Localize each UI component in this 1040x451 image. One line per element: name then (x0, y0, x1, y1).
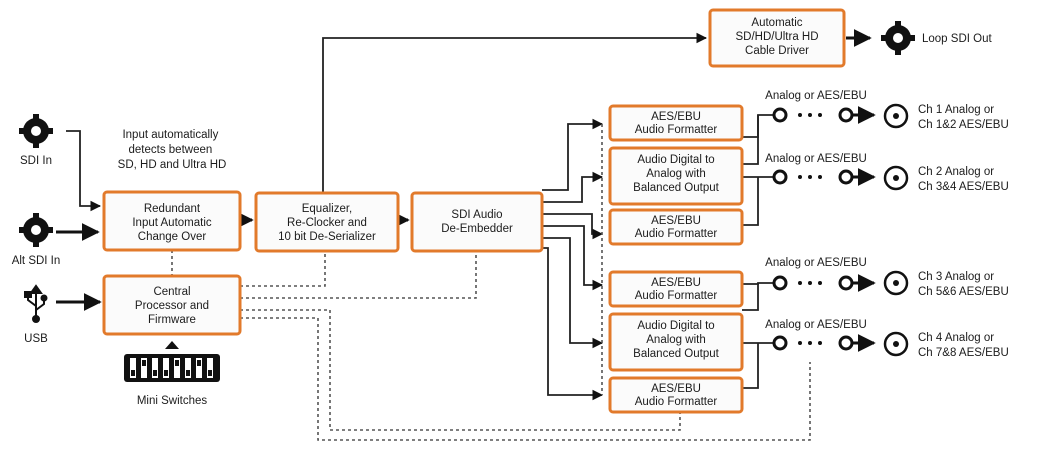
usb-label: USB (24, 333, 48, 345)
usb-icon (24, 284, 48, 323)
svg-text:Analog or AES/EBU: Analog or AES/EBU (765, 257, 867, 269)
selector-switch-icon: Analog or AES/EBU (765, 153, 867, 185)
svg-text:Analog or AES/EBU: Analog or AES/EBU (765, 90, 867, 102)
dip-switch-icon (124, 354, 220, 382)
svg-text:Analog or AES/EBU: Analog or AES/EBU (765, 153, 867, 165)
alt-sdi-in-label: Alt SDI In (12, 255, 61, 267)
selector-switch-icon: Analog or AES/EBU (765, 90, 867, 123)
output-connector-ch4 (883, 331, 909, 357)
control-dashed-lines (171, 124, 811, 441)
sdi-in-label: SDI In (20, 155, 52, 167)
bnc-connector-icon (19, 114, 53, 148)
input-note: Input automatically detects between SD, … (118, 129, 227, 171)
selector-switch-icon: Analog or AES/EBU (765, 257, 867, 291)
bnc-connector-icon (881, 21, 915, 55)
connection-lines (56, 29, 876, 401)
output-connector-ch3 (883, 270, 909, 296)
selector-switch-icon: Analog or AES/EBU (765, 319, 867, 351)
loop-sdi-out-label: Loop SDI Out (922, 33, 992, 45)
output-connector-ch1 (883, 103, 909, 129)
svg-text:Analog or AES/EBU: Analog or AES/EBU (765, 319, 867, 331)
mini-switches-label: Mini Switches (137, 395, 208, 407)
output-connector-ch2 (883, 165, 909, 191)
bnc-connector-icon (19, 213, 53, 247)
